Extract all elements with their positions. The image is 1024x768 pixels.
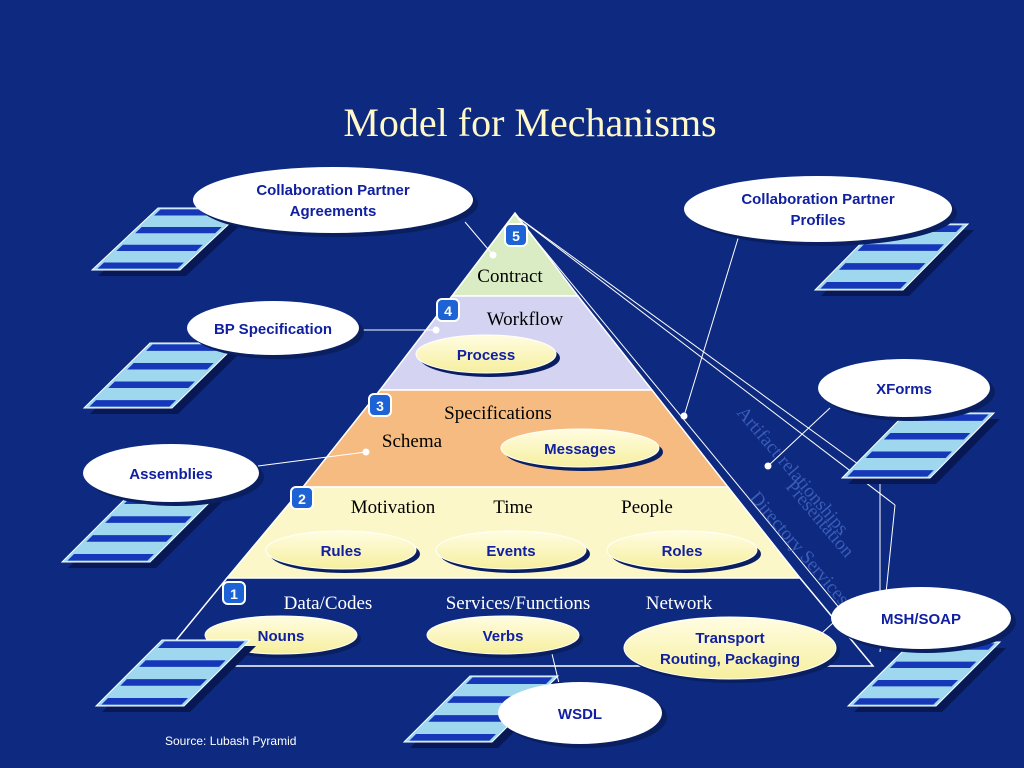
svg-text:Transport: Transport [695, 630, 764, 647]
callout-wsdl: WSDL [498, 682, 667, 748]
callout-xforms: XForms [818, 359, 995, 421]
document-icon-nouns [94, 639, 256, 712]
svg-text:Process: Process [457, 347, 515, 364]
page-title: Model for Mechanisms [343, 100, 716, 145]
pill-transport: Transport Routing, Packaging [623, 616, 840, 683]
svg-text:MSH/SOAP: MSH/SOAP [881, 611, 961, 628]
callout-cpp: Collaboration Partner Profiles [684, 176, 957, 246]
source-note: Source: Lubash Pyramid [165, 734, 296, 748]
level-1-label-network: Network [646, 593, 713, 614]
callout-assemblies: Assemblies [83, 444, 264, 506]
level-4-label: Workflow [487, 309, 564, 330]
callout-msh-soap: MSH/SOAP [831, 587, 1016, 653]
svg-text:Routing, Packaging: Routing, Packaging [660, 651, 800, 668]
svg-text:Profiles: Profiles [790, 212, 845, 229]
level-2-label-time: Time [493, 497, 532, 518]
badge-4: 4 [436, 298, 460, 322]
pill-events: Events [435, 530, 590, 573]
svg-text:Collaboration Partner: Collaboration Partner [741, 191, 895, 208]
document-icon-cpa [90, 207, 252, 276]
level-3-sublabel: Schema [382, 431, 443, 452]
svg-text:WSDL: WSDL [558, 706, 602, 723]
callout-cpa: Collaboration Partner Agreements [193, 167, 478, 237]
pill-verbs: Verbs [426, 615, 583, 658]
pill-roles: Roles [606, 530, 761, 573]
badge-2: 2 [290, 486, 314, 510]
level-3-label: Specifications [444, 403, 552, 424]
svg-text:BP Specification: BP Specification [214, 321, 332, 338]
level-5-label: Contract [477, 266, 543, 287]
svg-text:Roles: Roles [662, 543, 703, 560]
svg-text:3: 3 [376, 398, 384, 414]
badge-3: 3 [368, 393, 392, 417]
level-2-label-people: People [621, 497, 673, 518]
level-1-label-services: Services/Functions [446, 593, 591, 614]
svg-text:1: 1 [230, 586, 238, 602]
svg-text:Events: Events [486, 543, 535, 560]
svg-text:2: 2 [298, 491, 306, 507]
badge-5: 5 [504, 223, 528, 247]
svg-text:Assemblies: Assemblies [129, 466, 212, 483]
svg-text:Nouns: Nouns [258, 628, 305, 645]
level-2-label-motivation: Motivation [351, 497, 436, 518]
pill-process: Process [415, 334, 560, 377]
svg-text:XForms: XForms [876, 381, 932, 398]
svg-text:Rules: Rules [321, 543, 362, 560]
svg-text:Messages: Messages [544, 441, 616, 458]
callout-bp-specification: BP Specification [187, 301, 364, 359]
svg-text:Collaboration Partner: Collaboration Partner [256, 182, 410, 199]
svg-text:5: 5 [512, 228, 520, 244]
level-1-label-data-codes: Data/Codes [284, 593, 373, 614]
svg-text:4: 4 [444, 303, 452, 319]
pill-messages: Messages [500, 428, 663, 471]
svg-text:Verbs: Verbs [483, 628, 524, 645]
badge-1: 1 [222, 581, 246, 605]
pill-rules: Rules [265, 530, 420, 573]
svg-text:Agreements: Agreements [290, 203, 377, 220]
